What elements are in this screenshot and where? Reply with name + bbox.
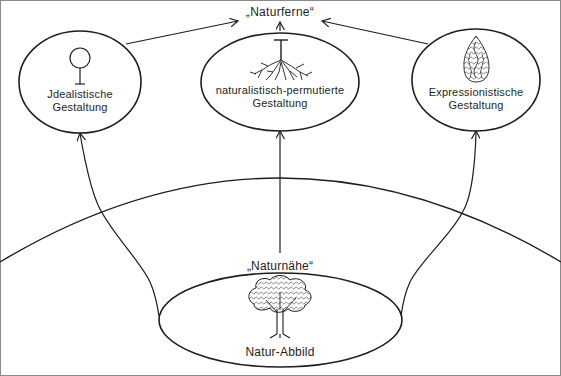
connector-arrow [80, 133, 159, 316]
text-holder: „Naturnähe“ [130, 256, 430, 274]
arrow-line [279, 22, 280, 31]
flame-tree-symbol [464, 36, 489, 82]
lollipop-tree-symbol [70, 48, 90, 84]
node-text: naturalistisch-permutierte Gestaltung [204, 84, 356, 110]
root-tree-symbol [250, 40, 312, 80]
heading-label: „Naturferne“ [180, 5, 380, 19]
text-holder: Expressionistische Gestaltung [326, 86, 561, 113]
ellipse-outline [411, 28, 541, 132]
natural-tree-symbol [249, 276, 311, 339]
ellipse-node: Jdealistische Gestaltung [18, 30, 142, 134]
node-text: Natur-Abbild [245, 346, 314, 359]
ellipse-outline [18, 30, 142, 134]
node-text: „Naturnähe“ [247, 260, 313, 273]
arrow-line [126, 21, 238, 44]
connector-arrow [401, 131, 476, 316]
ellipse-outline [412, 29, 540, 131]
connector-arrow [279, 131, 280, 253]
arrow-line [322, 21, 428, 44]
ellipse-outline [159, 273, 402, 367]
ellipse-outline [19, 31, 141, 133]
text-holder: naturalistisch-permutierte Gestaltung [130, 84, 430, 111]
text-holder: Natur-Abbild [130, 342, 430, 360]
ellipse-node: „Naturnähe“ Natur-Abbild [158, 256, 403, 368]
ellipse-node: naturalistisch-permutierte Gestaltung [200, 32, 360, 132]
node-text: Expressionistische Gestaltung [420, 86, 532, 112]
ellipse-outline [201, 33, 359, 131]
node-text: Jdealistische Gestaltung [38, 88, 122, 114]
text-holder: Jdealistische Gestaltung [0, 88, 230, 115]
ellipse-node: Expressionistische Gestaltung [411, 28, 541, 132]
ellipse-outline [200, 32, 360, 132]
